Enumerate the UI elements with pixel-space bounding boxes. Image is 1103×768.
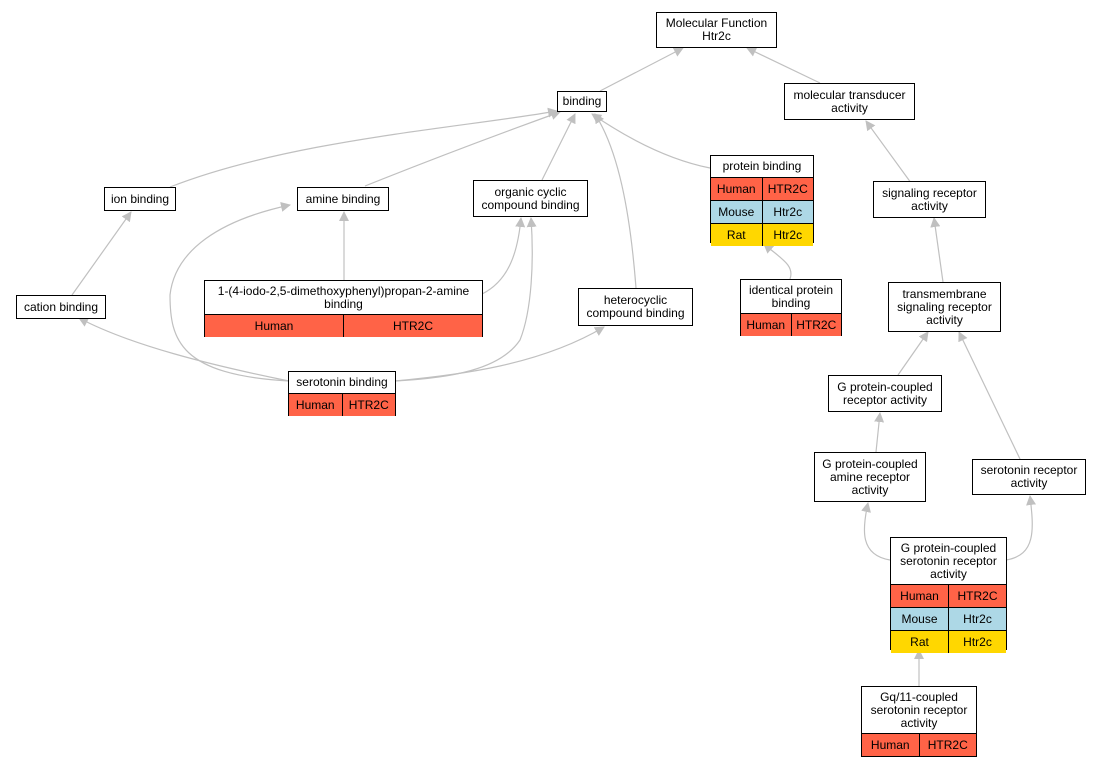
edge-transmembrane-signaling	[930, 217, 944, 283]
node-gpcr-activity[interactable]: G protein-coupled receptor activity	[828, 375, 942, 412]
species-cell: Mouse	[891, 608, 948, 630]
edge-mtransducer-mf	[746, 47, 821, 84]
annotation-row-human: Human HTR2C	[205, 314, 482, 337]
annotation-row-mouse: Mouse Htr2c	[711, 200, 813, 223]
node-label: serotonin receptor activity	[980, 463, 1078, 490]
edge-cation-ion	[71, 211, 132, 296]
species-cell: Human	[741, 314, 791, 336]
node-label: molecular transducer activity	[793, 87, 906, 115]
gene-cell: HTR2C	[948, 585, 1006, 607]
edge-ion-binding	[169, 107, 558, 188]
annotation-row-rat: Rat Htr2c	[711, 223, 813, 246]
edge-organic-binding	[541, 113, 576, 181]
node-label: identical protein binding	[748, 282, 834, 310]
node-ion-binding[interactable]: ion binding	[104, 187, 176, 211]
species-cell: Rat	[891, 631, 948, 653]
node-serotonin-receptor-activity[interactable]: serotonin receptor activity	[972, 459, 1086, 495]
node-transmembrane-signaling-receptor-activity[interactable]: transmembrane signaling receptor activit…	[888, 282, 1001, 332]
gene-cell: HTR2C	[341, 394, 395, 416]
edge-amine-binding	[364, 110, 561, 187]
node-gpcr-amine-receptor-activity[interactable]: G protein-coupled amine receptor activit…	[814, 452, 926, 502]
species-cell: Human	[289, 394, 342, 416]
gene-cell: HTR2C	[918, 734, 976, 756]
node-label: G protein-coupled serotonin receptor act…	[900, 540, 997, 581]
annotation-row-human: Human HTR2C	[289, 393, 395, 416]
edge-identical-protein	[763, 243, 792, 280]
annotation-row-rat: Rat Htr2c	[891, 630, 1006, 653]
node-cation-binding[interactable]: cation binding	[16, 295, 106, 319]
annotation-row-human: Human HTR2C	[862, 733, 976, 756]
gene-cell: Htr2c	[761, 201, 813, 223]
gene-cell: Htr2c	[948, 631, 1006, 653]
node-heterocyclic-compound-binding[interactable]: heterocyclic compound binding	[578, 288, 693, 326]
node-binding[interactable]: binding	[557, 91, 607, 112]
edge-iodo-organic	[481, 217, 526, 295]
annotation-row-mouse: Mouse Htr2c	[891, 607, 1006, 630]
species-cell: Mouse	[711, 201, 762, 223]
node-label: G protein-coupled receptor activity	[837, 379, 933, 407]
edge-gprcsero-gpcramine	[861, 502, 891, 561]
node-iodo-dimethoxyphenyl-binding[interactable]: 1-(4-iodo-2,5-dimethoxyphenyl)propan-2-a…	[204, 280, 483, 337]
edge-serorecep-transmembrane	[958, 331, 1021, 460]
node-label: cation binding	[23, 299, 99, 314]
node-gpcr-serotonin-receptor-activity[interactable]: G protein-coupled serotonin receptor act…	[890, 537, 1007, 653]
node-label: binding	[562, 94, 602, 108]
gene-cell: HTR2C	[343, 315, 482, 337]
species-cell: Rat	[711, 224, 762, 246]
edge-gprcsero-serorecep	[1005, 495, 1037, 561]
node-molecular-function[interactable]: Molecular Function Htr2c	[656, 12, 777, 48]
node-gq11-coupled-serotonin-receptor-activity[interactable]: Gq/11-coupled serotonin receptor activit…	[861, 686, 977, 757]
node-label: Gq/11-coupled serotonin receptor activit…	[870, 689, 968, 730]
node-molecular-transducer-activity[interactable]: molecular transducer activity	[784, 83, 915, 120]
node-label: heterocyclic compound binding	[586, 293, 685, 320]
node-label: G protein-coupled amine receptor activit…	[822, 456, 918, 497]
node-protein-binding[interactable]: protein binding Human HTR2C Mouse Htr2c …	[710, 155, 814, 246]
node-label: protein binding	[722, 159, 802, 173]
node-label: organic cyclic compound binding	[481, 184, 580, 212]
annotation-row-human: Human HTR2C	[891, 584, 1006, 607]
node-label: ion binding	[110, 191, 170, 206]
node-amine-binding[interactable]: amine binding	[297, 187, 389, 211]
node-label: Molecular Function Htr2c	[665, 16, 768, 43]
node-label: transmembrane signaling receptor activit…	[897, 286, 992, 327]
node-identical-protein-binding[interactable]: identical protein binding Human HTR2C	[740, 279, 842, 336]
species-cell: Human	[862, 734, 919, 756]
species-cell: Human	[205, 315, 343, 337]
edge-gpcr-transmembrane	[897, 331, 929, 376]
node-signaling-receptor-activity[interactable]: signaling receptor activity	[873, 181, 986, 218]
node-serotonin-binding[interactable]: serotonin binding Human HTR2C	[288, 371, 396, 416]
edge-hetero-binding	[594, 113, 637, 289]
node-label: signaling receptor activity	[882, 185, 977, 213]
edge-gpcramine-gpcr	[874, 412, 885, 453]
edge-signaling-mtransducer	[865, 120, 915, 188]
annotation-row-human: Human HTR2C	[741, 313, 841, 336]
gene-cell: Htr2c	[948, 608, 1006, 630]
species-cell: Human	[711, 178, 762, 200]
node-organic-cyclic-compound-binding[interactable]: organic cyclic compound binding	[473, 180, 588, 217]
node-label: amine binding	[305, 191, 381, 206]
gene-cell: HTR2C	[790, 314, 841, 336]
species-cell: Human	[891, 585, 948, 607]
gene-cell: Htr2c	[761, 224, 813, 246]
node-label: 1-(4-iodo-2,5-dimethoxyphenyl)propan-2-a…	[217, 283, 470, 311]
gene-cell: HTR2C	[761, 178, 813, 200]
edge-protein-binding	[591, 113, 711, 169]
edge-binding-mf	[599, 47, 684, 92]
node-label: serotonin binding	[296, 375, 388, 389]
annotation-row-human: Human HTR2C	[711, 177, 813, 200]
